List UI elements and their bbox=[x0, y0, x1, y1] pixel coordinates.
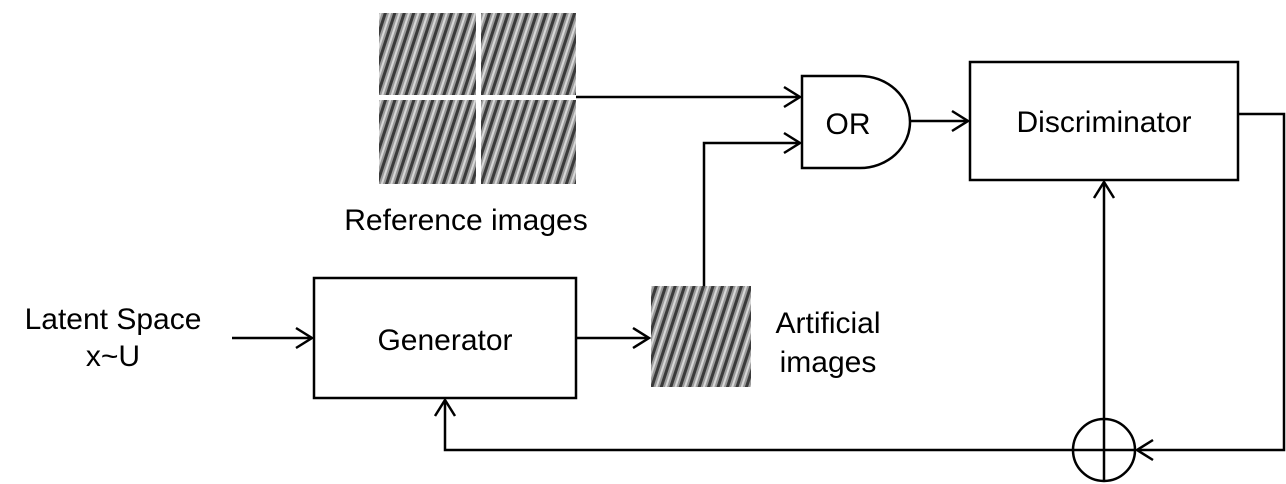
arrow-discriminator-to-sum bbox=[1137, 112, 1286, 452]
latent-space-label-line1: Latent Space bbox=[25, 303, 202, 336]
arrow-sum-to-generator bbox=[443, 400, 1073, 452]
reference-image-tile bbox=[481, 13, 576, 95]
discriminator-label: Discriminator bbox=[1016, 106, 1191, 139]
reference-image-tile bbox=[379, 13, 476, 95]
summing-junction bbox=[1071, 417, 1137, 483]
artificial-images-label-line1: Artificial bbox=[775, 307, 880, 340]
latent-space-label-line2: x~U bbox=[86, 340, 140, 373]
generator-block: Generator bbox=[312, 276, 578, 400]
artificial-image bbox=[651, 286, 751, 387]
reference-image-tile bbox=[481, 100, 576, 184]
connections bbox=[232, 85, 1286, 462]
or-gate: OR bbox=[800, 74, 912, 170]
reference-images-label: Reference images bbox=[344, 204, 587, 237]
reference-image-tile bbox=[379, 100, 476, 184]
discriminator-block: Discriminator bbox=[968, 60, 1240, 182]
generator-label: Generator bbox=[377, 324, 512, 357]
artificial-images-label-line2: images bbox=[780, 346, 877, 379]
arrow-artificial-to-or bbox=[702, 141, 800, 286]
or-gate-label: OR bbox=[826, 108, 871, 141]
reference-images-grid bbox=[379, 13, 576, 184]
